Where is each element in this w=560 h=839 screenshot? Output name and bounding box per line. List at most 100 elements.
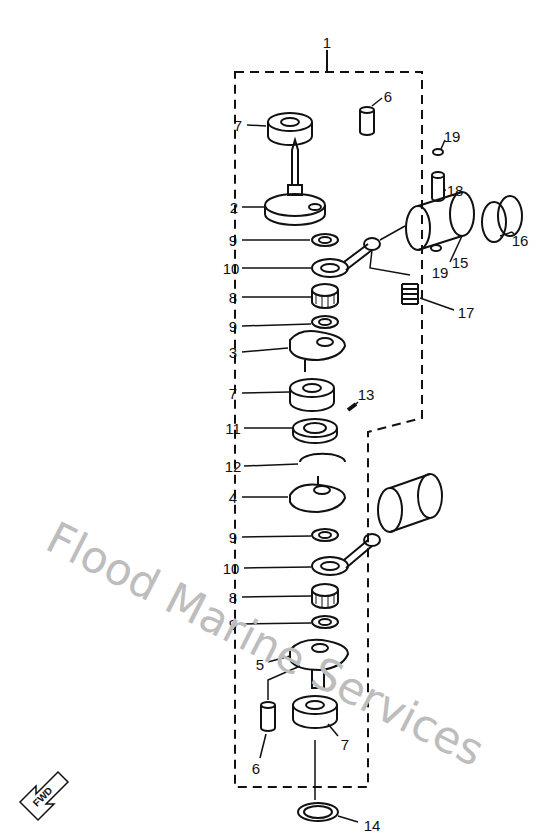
leader-line <box>242 348 288 352</box>
callout-number: 13 <box>358 387 375 402</box>
callout-number: 19 <box>432 265 449 280</box>
thrust-washer <box>319 319 331 325</box>
assembly-leader <box>370 226 410 275</box>
callout-number: 9 <box>229 233 237 248</box>
leader-line <box>242 296 311 298</box>
callout-number: 14 <box>364 818 381 833</box>
crank-web <box>304 360 306 372</box>
callout-number: 7 <box>234 118 242 133</box>
ball-bearing <box>268 122 312 145</box>
ball-bearing <box>290 388 334 411</box>
needle-bearing <box>312 290 338 308</box>
callout-number: 12 <box>225 459 242 474</box>
leader-line <box>247 125 266 126</box>
callout-number: 1 <box>323 35 331 50</box>
spring <box>402 284 418 304</box>
assembly-bracket <box>326 50 328 72</box>
leader-line <box>242 596 311 597</box>
callout-number: 3 <box>229 345 237 360</box>
thrust-washer <box>319 237 331 243</box>
thrust-washer <box>312 529 338 541</box>
thrust-washer <box>312 316 338 328</box>
ball-bearing <box>290 379 334 397</box>
ball-bearing <box>268 113 312 131</box>
leader-line <box>242 206 264 208</box>
labyrinth-seal <box>293 428 337 443</box>
leader-line <box>260 734 266 758</box>
leader-line <box>338 816 358 822</box>
thrust-washer <box>312 616 338 628</box>
forward-arrow <box>20 772 68 820</box>
circlip <box>300 454 345 462</box>
callout-number: 7 <box>229 386 237 401</box>
ball-bearing <box>293 705 337 728</box>
ball-bearing <box>290 379 334 411</box>
needle-bearing <box>312 284 338 308</box>
callout-number: 16 <box>512 233 529 248</box>
callout-number: 9 <box>229 530 237 545</box>
connecting-rod <box>312 259 348 277</box>
dowel-pin <box>360 107 374 135</box>
piston <box>418 474 442 518</box>
dowel-pin <box>261 702 275 708</box>
thrust-washer <box>319 619 331 625</box>
crank-web <box>290 484 345 512</box>
callout-number: 9 <box>229 319 237 334</box>
leader-line <box>354 402 358 406</box>
dowel-pin <box>261 702 275 731</box>
piston-pin <box>432 175 444 201</box>
piston-ring <box>482 202 506 242</box>
piston-ring <box>498 196 522 236</box>
labyrinth-seal <box>304 423 326 433</box>
dowel-pin <box>360 107 374 113</box>
crank-web <box>317 338 333 346</box>
ball-bearing <box>281 118 299 126</box>
callout-number: 8 <box>229 290 237 305</box>
callout-number: 11 <box>225 421 241 436</box>
callout-number: 10 <box>223 561 240 576</box>
leader-line <box>444 189 446 191</box>
connecting-rod <box>312 534 380 575</box>
connecting-rod <box>312 557 348 575</box>
connecting-rod <box>312 238 380 277</box>
ball-bearing <box>303 384 321 392</box>
leader-line <box>242 324 311 326</box>
leader-line <box>242 239 310 241</box>
crank-web <box>290 331 345 360</box>
callout-number: 10 <box>223 261 240 276</box>
piston <box>390 474 430 532</box>
connecting-rod <box>364 534 380 546</box>
oil-seal <box>298 803 338 821</box>
callout-number: 6 <box>252 761 260 776</box>
dowel-pin <box>360 110 374 135</box>
direction-label: FWD <box>31 785 54 808</box>
dowel-pin <box>261 705 275 731</box>
piston-pin <box>432 172 444 201</box>
ball-bearing <box>268 113 312 145</box>
leader-line <box>242 267 311 269</box>
crank-web <box>314 486 330 494</box>
upper-crankshaft <box>265 140 325 225</box>
needle-bearing <box>316 594 334 607</box>
callout-number: 17 <box>458 305 475 320</box>
upper-crankshaft <box>292 140 298 185</box>
crank-web <box>290 331 345 372</box>
leader-line <box>328 724 338 736</box>
callout-number: 15 <box>452 255 469 270</box>
callout-number: 2 <box>230 200 238 215</box>
circlip <box>433 149 443 155</box>
leader-line <box>242 496 288 498</box>
connecting-rod <box>321 562 339 570</box>
ball-bearing <box>306 701 324 709</box>
callout-number: 18 <box>447 183 464 198</box>
crankshaft-illustration <box>20 50 522 822</box>
thrust-washer <box>312 234 338 246</box>
leader-line <box>244 427 292 429</box>
crank-web <box>317 476 319 485</box>
piston <box>450 192 474 236</box>
leader-line <box>244 464 298 466</box>
oil-seal <box>304 806 332 818</box>
piston <box>378 488 402 532</box>
